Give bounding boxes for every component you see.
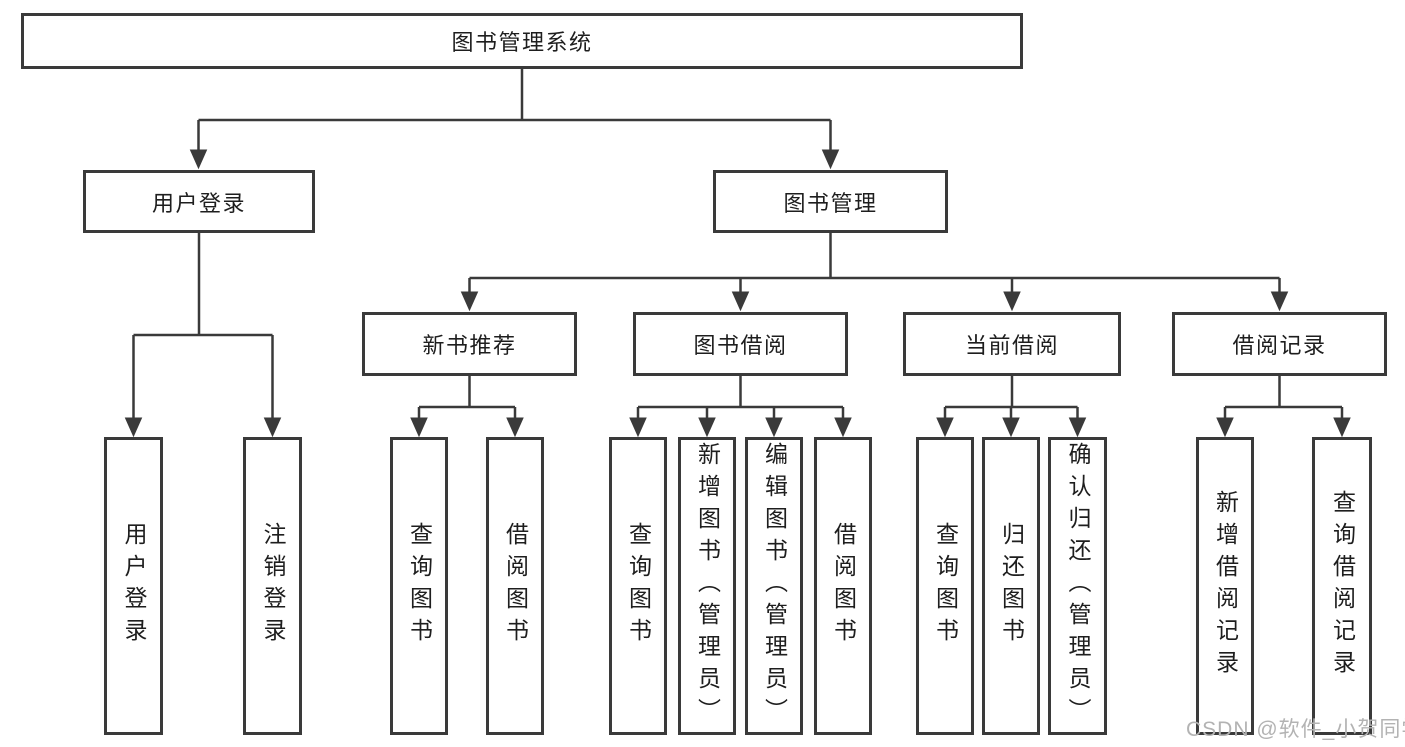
edge-current-to-leaves <box>943 376 1079 422</box>
arrow-icon <box>936 417 954 438</box>
arrow-icon <box>698 417 716 438</box>
leaf-label: 注销登录 <box>260 522 286 650</box>
arrow-icon <box>263 417 282 438</box>
arrow-icon <box>124 417 143 438</box>
edge-borrow-to-leaves <box>636 376 845 422</box>
leaf-query-books-current: 查询图书 <box>916 437 974 735</box>
leaf-label: 用户登录 <box>121 522 147 650</box>
arrow-icon <box>821 149 840 170</box>
leaf-query-books-recommend: 查询图书 <box>390 437 448 735</box>
node-book-borrow: 图书借阅 <box>633 312 848 376</box>
arrow-icon <box>765 417 783 438</box>
leaf-label: 新增图书（管理员） <box>694 442 721 730</box>
leaf-label: 查询图书 <box>625 522 652 650</box>
leaf-user-login: 用户登录 <box>104 437 163 735</box>
leaf-query-borrow-record: 查询借阅记录 <box>1312 437 1372 735</box>
arrow-icon <box>460 291 479 312</box>
arrow-icon <box>410 417 428 438</box>
leaf-borrow-books-borrow: 借阅图书 <box>814 437 872 735</box>
leaf-label: 借阅图书 <box>502 522 529 650</box>
edge-bookmgmt-to-level3 <box>468 233 1281 296</box>
arrow-icon <box>1216 417 1234 438</box>
arrow-icon <box>731 291 750 312</box>
node-new-book-recommend: 新书推荐 <box>362 312 577 376</box>
arrow-icon <box>1068 417 1087 438</box>
leaf-logout: 注销登录 <box>243 437 302 735</box>
csdn-watermark: CSDN @软件_小贺同学 <box>1186 718 1405 741</box>
leaf-label: 确认归还（管理员） <box>1065 442 1091 730</box>
node-borrow-records: 借阅记录 <box>1172 312 1387 376</box>
node-user-login: 用户登录 <box>83 170 315 233</box>
leaf-label: 借阅图书 <box>830 522 857 650</box>
leaf-add-books-admin: 新增图书（管理员） <box>678 437 736 735</box>
arrow-icon <box>189 149 208 170</box>
arrow-icon <box>629 417 647 438</box>
leaf-label: 查询图书 <box>406 522 433 650</box>
edge-root-to-level2 <box>197 69 832 154</box>
leaf-label: 编辑图书（管理员） <box>761 442 788 730</box>
arrow-icon <box>1002 417 1020 438</box>
connector-edges <box>132 69 1344 422</box>
leaf-confirm-return-admin: 确认归还（管理员） <box>1048 437 1107 735</box>
arrow-icon <box>506 417 524 438</box>
node-book-management: 图书管理 <box>713 170 948 233</box>
arrow-icon <box>1333 417 1351 438</box>
leaf-label: 归还图书 <box>998 522 1025 650</box>
arrow-icon <box>834 417 852 438</box>
arrowheads <box>124 149 1351 438</box>
edge-userlogin-to-leaves <box>132 233 274 422</box>
edge-recommend-to-leaves <box>417 376 517 422</box>
leaf-edit-books-admin: 编辑图书（管理员） <box>745 437 803 735</box>
edge-records-to-leaves <box>1223 376 1344 422</box>
arrow-icon <box>1270 291 1289 312</box>
leaf-label: 查询借阅记录 <box>1329 490 1356 682</box>
leaf-add-borrow-record: 新增借阅记录 <box>1196 437 1254 735</box>
node-library-management-system: 图书管理系统 <box>21 13 1023 69</box>
leaf-return-books: 归还图书 <box>982 437 1040 735</box>
node-current-borrow: 当前借阅 <box>903 312 1121 376</box>
leaf-label: 新增借阅记录 <box>1212 490 1239 682</box>
leaf-query-books-borrow: 查询图书 <box>609 437 667 735</box>
leaf-label: 查询图书 <box>932 522 959 650</box>
arrow-icon <box>1003 291 1021 312</box>
leaf-borrow-books-recommend: 借阅图书 <box>486 437 544 735</box>
